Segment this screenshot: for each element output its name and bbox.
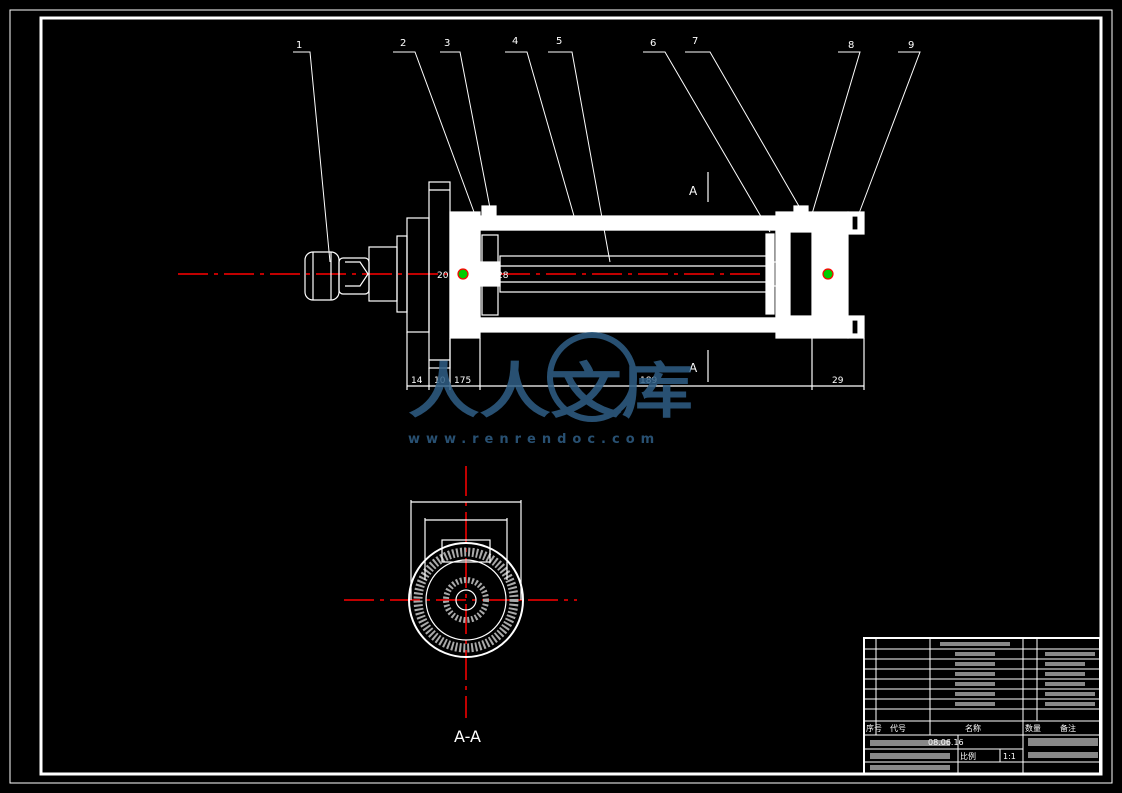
section-view (344, 466, 577, 718)
balloon-4: 4 (512, 36, 518, 47)
tb-header-remark: 备注 (1060, 723, 1076, 733)
section-mark-top: A (689, 184, 698, 198)
dimension-labels: 14 10 175 189 29 20 28 (411, 271, 844, 386)
leaders (293, 51, 921, 263)
port-marker-right (822, 268, 834, 280)
title-block-text: 序号 代号 名称 数量 备注 08.06.16 比例 1:1 (866, 723, 1076, 761)
port-marker-left (457, 268, 469, 280)
balloon-2: 2 (400, 38, 406, 49)
balloon-5: 5 (556, 36, 562, 47)
tb-header-name: 名称 (965, 723, 981, 733)
title-block-fill (870, 642, 1098, 770)
dim-10: 10 (434, 376, 446, 386)
balloon-3: 3 (444, 38, 450, 49)
piston-rod (499, 255, 771, 293)
dim-189: 189 (640, 376, 657, 386)
tb-header-qty: 数量 (1025, 723, 1041, 733)
balloon-1: 1 (296, 40, 302, 51)
balloon-8: 8 (848, 40, 854, 51)
watermark-url: www.renrendoc.com (408, 432, 660, 447)
dim-175: 175 (454, 376, 471, 386)
tb-date: 08.06.16 (928, 738, 964, 747)
watermark: 人人文库 www.renrendoc.com (408, 332, 693, 447)
dim-29: 29 (832, 376, 844, 386)
dim-20: 20 (437, 271, 449, 281)
title-block (863, 637, 1101, 775)
knob (304, 251, 340, 301)
balloon-9: 9 (908, 40, 914, 51)
tb-scale-label: 比例 (960, 751, 976, 761)
barrel-bottom-wall (479, 317, 777, 333)
watermark-brand: 人人文库 (408, 357, 693, 427)
side-view (178, 172, 865, 390)
tb-scale-value: 1:1 (1003, 752, 1016, 761)
balloon-6: 6 (650, 38, 656, 49)
tb-header-code: 代号 (890, 723, 906, 733)
section-mark-bottom: A (689, 361, 698, 375)
section-view-label: A-A (454, 727, 481, 746)
tb-header-index: 序号 (866, 723, 882, 733)
dim-28: 28 (497, 271, 509, 281)
dim-14: 14 (411, 376, 423, 386)
outer-border (9, 9, 1113, 784)
inner-border (39, 16, 1103, 776)
balloon-7: 7 (692, 36, 698, 47)
balloon-labels: 1 2 3 4 5 6 7 8 9 (296, 36, 914, 51)
barrel-top-wall (479, 215, 777, 231)
